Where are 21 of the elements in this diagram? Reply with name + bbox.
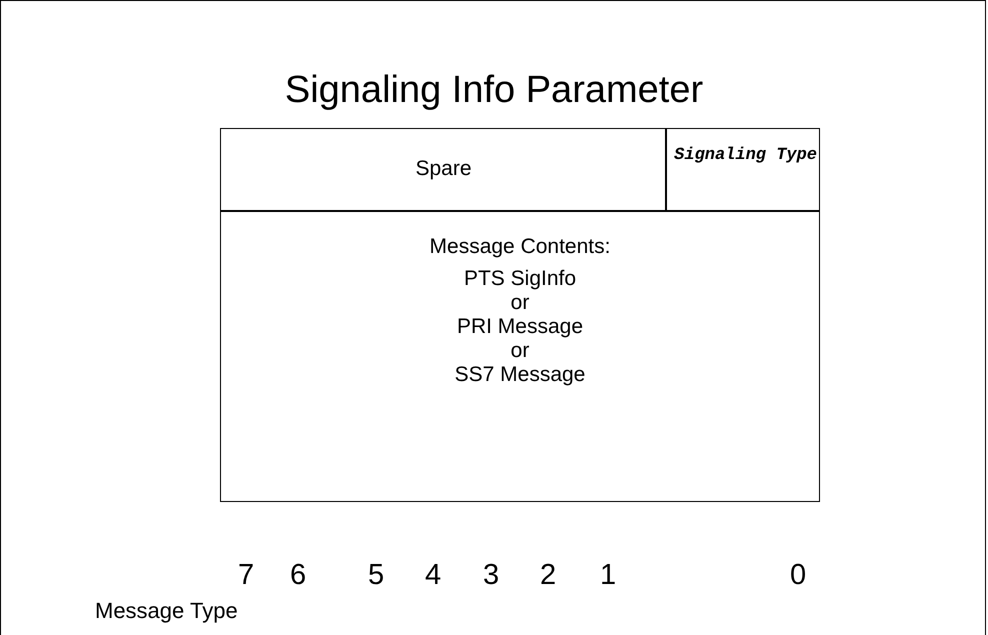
caption-text: Message Type	[95, 597, 238, 625]
bit-number: 7	[238, 560, 254, 590]
cell-text: Spare	[414, 157, 473, 181]
cell-text: or	[510, 291, 530, 315]
cell-text: SS7 Message	[454, 363, 586, 387]
bit-number: 3	[483, 560, 500, 590]
bit-number: 6	[290, 560, 306, 590]
field-cell	[220, 128, 667, 212]
field-cell	[665, 128, 820, 212]
bit-number: 5	[368, 560, 384, 590]
bit-number: 0	[790, 560, 806, 590]
cell-heading: Message Contents:	[428, 235, 612, 259]
field-cell	[220, 210, 820, 502]
cell-text: PTS SigInfo	[462, 267, 578, 291]
bit-number: 2	[540, 560, 556, 590]
cell-text: or	[510, 339, 530, 363]
bit-number: 4	[425, 560, 442, 590]
cell-text: Signaling Type	[673, 145, 818, 167]
cell-text: PRI Message	[456, 315, 584, 339]
bit-number: 1	[600, 560, 616, 590]
diagram-title: Signaling Info Parameter	[284, 70, 704, 110]
